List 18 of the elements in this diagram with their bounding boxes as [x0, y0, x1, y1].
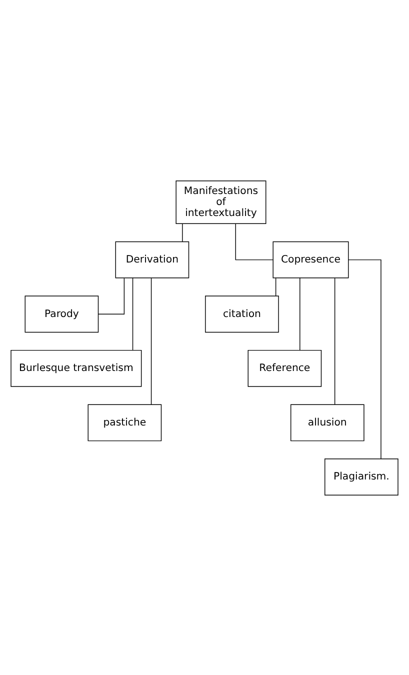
node-box: Manifestations of intertextuality: [176, 180, 266, 224]
connector: [98, 277, 125, 314]
node-box: Plagiarism.: [324, 458, 398, 495]
node-box: citation: [205, 295, 279, 332]
connector: [275, 277, 276, 296]
connector: [235, 222, 274, 260]
node-box: Reference: [248, 349, 322, 386]
node-box: Burlesque transvetism: [10, 349, 142, 386]
node-box: Derivation: [115, 240, 190, 278]
node-box: allusion: [290, 404, 364, 441]
node-box: Copresence: [272, 240, 349, 278]
connector: [132, 277, 134, 350]
node-box: pastiche: [88, 404, 162, 441]
node-box: Parody: [24, 295, 99, 332]
connector: [182, 222, 183, 242]
connector: [150, 277, 152, 404]
connector: [348, 258, 382, 459]
connector: [334, 277, 336, 404]
